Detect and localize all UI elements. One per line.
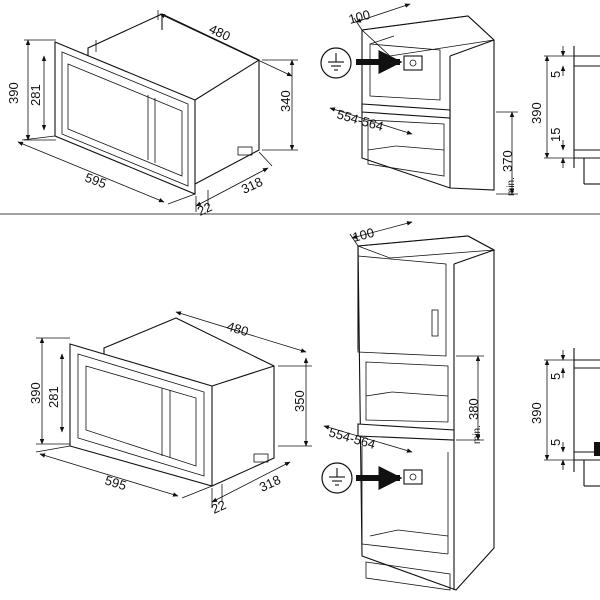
- bottom-dim-595: 595: [103, 473, 128, 494]
- bottom-side-5-bottom: 5: [548, 439, 563, 446]
- bottom-dim-318: 318: [257, 472, 283, 495]
- bottom-dim-height: 390 281: [28, 337, 70, 445]
- top-dim-595: 595: [83, 170, 109, 192]
- bottom-side-section: 390 5 5: [529, 348, 600, 487]
- top-dim-100: 100: [347, 7, 372, 27]
- top-side-section: 390 5 15: [529, 46, 600, 185]
- bottom-dim-width: 480: [175, 311, 307, 353]
- top-dim-390: 390: [6, 82, 21, 104]
- bottom-socket-icon: [403, 469, 423, 485]
- top-dim-281: 281: [28, 84, 43, 106]
- bottom-dim-350: 350: [292, 390, 307, 412]
- top-dim-370: 370: [500, 150, 515, 172]
- bottom-dim-min-label: min.: [472, 425, 483, 444]
- bottom-dim-100: 100: [351, 225, 376, 245]
- top-dim-front-width: 595: [17, 135, 196, 205]
- top-cabinet-drawing: [361, 15, 495, 191]
- bottom-ground-icon: [321, 462, 353, 494]
- bottom-dim-281: 281: [46, 386, 61, 408]
- bottom-dim-cabinet-top: 100: [349, 221, 413, 247]
- top-dim-min-label: min.: [506, 177, 517, 196]
- top-dim-cabinet-top: 100: [347, 3, 411, 31]
- top-side-15: 15: [548, 128, 563, 142]
- top-section: 480 390 281 340 595: [6, 3, 600, 219]
- top-socket-icon: [403, 55, 423, 71]
- bottom-dim-depth: 22 318: [209, 461, 291, 517]
- bottom-dim-390: 390: [28, 382, 43, 404]
- bottom-dim-380: 380: [466, 398, 481, 420]
- top-dim-niche-height: min. 370: [496, 111, 518, 196]
- bottom-oven-drawing: [69, 317, 275, 487]
- bottom-dim-niche-height: min. 380: [456, 355, 484, 444]
- top-dim-height: 390 281: [6, 39, 56, 141]
- top-dim-318: 318: [239, 174, 265, 197]
- bottom-dim-depth-body: 350: [278, 357, 312, 447]
- top-dim-depth-body: 340: [262, 59, 298, 151]
- top-dim-340: 340: [278, 90, 293, 112]
- top-side-390: 390: [529, 102, 544, 124]
- top-ground-icon: [320, 47, 352, 79]
- bottom-dim-480: 480: [225, 319, 250, 340]
- top-side-5: 5: [548, 71, 563, 78]
- bottom-dim-22: 22: [209, 497, 228, 517]
- bottom-dim-front-width: 595: [35, 445, 213, 499]
- top-oven-drawing: [54, 13, 260, 195]
- bottom-side-390: 390: [529, 402, 544, 424]
- bottom-section: 480 390 281 350 595: [28, 221, 600, 591]
- top-dim-22: 22: [195, 199, 214, 219]
- bottom-side-5-top: 5: [548, 373, 563, 380]
